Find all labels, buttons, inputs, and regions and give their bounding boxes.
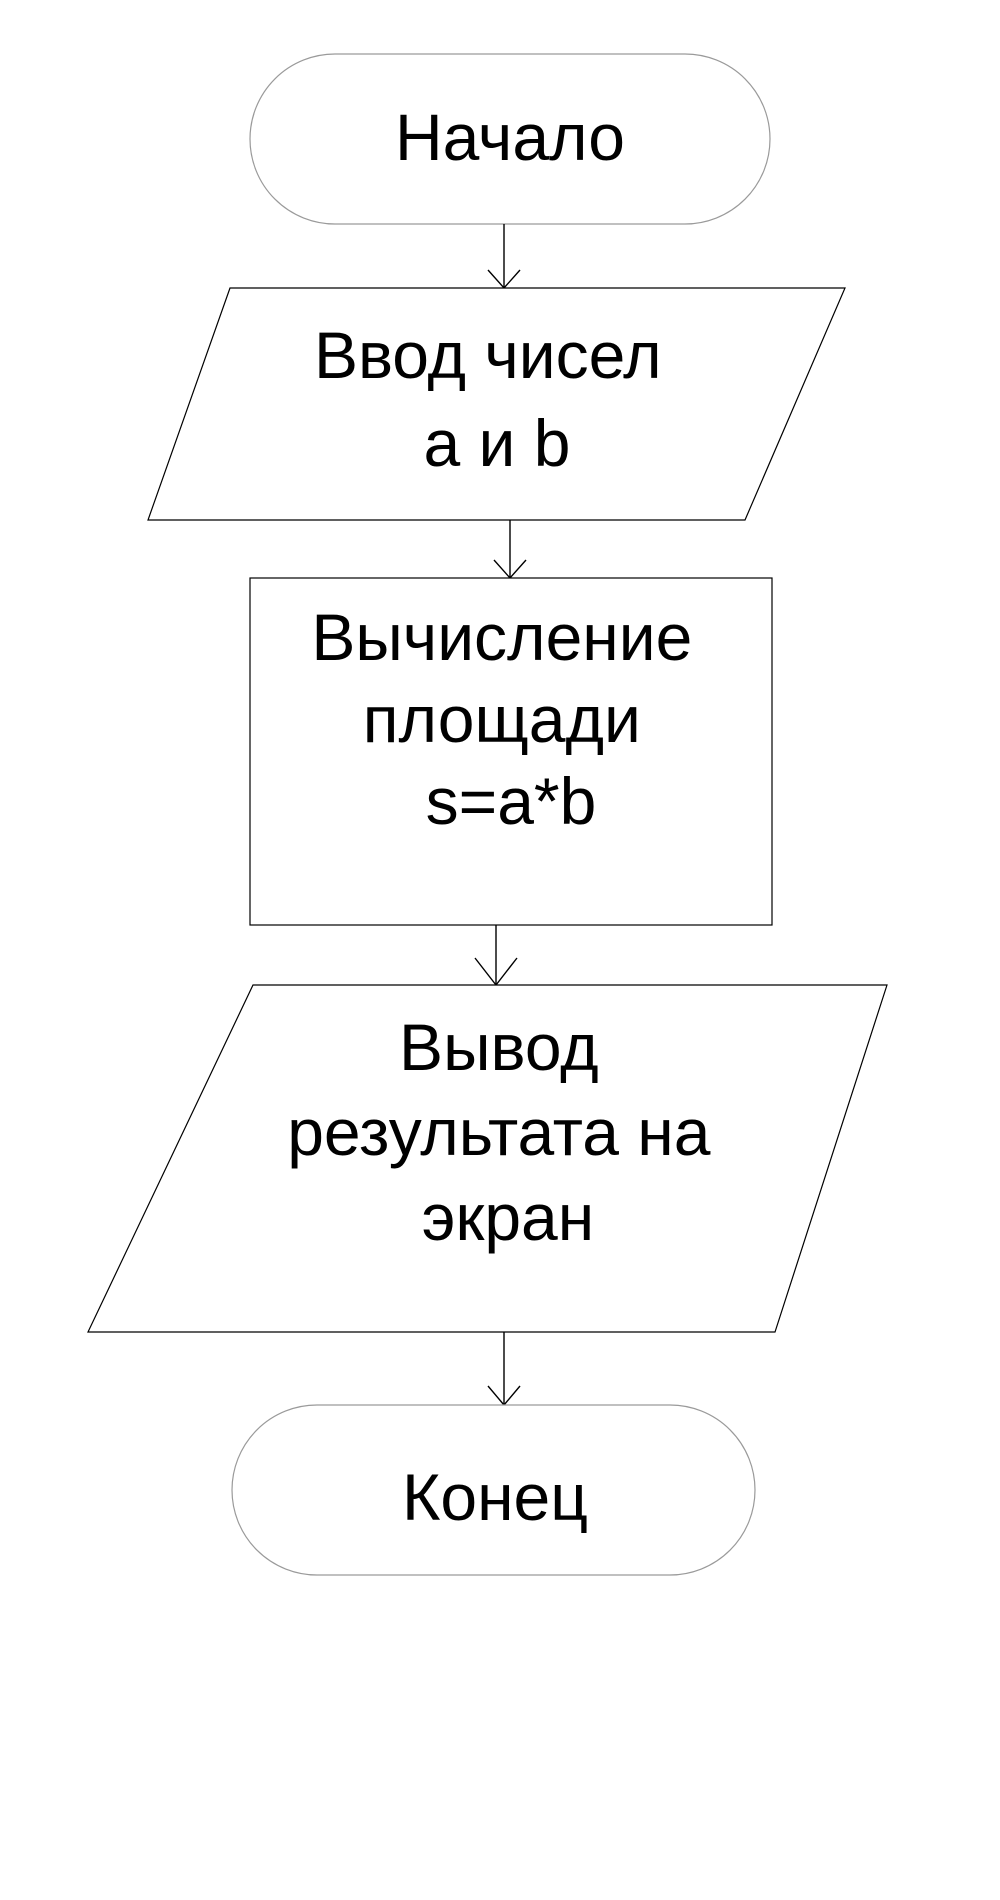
output-label-line-3: экран xyxy=(422,1180,594,1254)
process-label: Вычисление площади s=a*b xyxy=(311,600,710,838)
process-rectangle xyxy=(249,577,773,926)
arrow-start-to-input xyxy=(487,224,521,290)
end-terminal: Конец xyxy=(231,1404,756,1576)
input-label-line-1: Ввод чисел xyxy=(314,318,662,392)
arrow-input-to-process xyxy=(493,520,527,580)
output-block: Вывод результата на экран xyxy=(87,984,888,1333)
start-label: Начало xyxy=(395,100,625,174)
process-label-line-1: Вычисление xyxy=(311,600,692,674)
output-label-line-2: результата на xyxy=(287,1095,710,1169)
process-label-line-3: s=a*b xyxy=(426,764,597,838)
end-label-line: Конец xyxy=(402,1460,588,1534)
start-terminal: Начало xyxy=(249,53,771,225)
arrow-process-to-output xyxy=(474,925,518,987)
end-terminal-shape xyxy=(231,1404,756,1576)
start-terminal-shape xyxy=(249,53,771,225)
input-block: Ввод чисел a и b xyxy=(147,287,846,521)
process-label-line-2: площади xyxy=(363,682,641,756)
start-label-line: Начало xyxy=(395,100,625,174)
process-block: Вычисление площади s=a*b xyxy=(249,577,773,926)
output-parallelogram xyxy=(87,984,888,1333)
arrow-output-to-end xyxy=(487,1332,521,1407)
input-label: Ввод чисел a и b xyxy=(314,318,680,480)
input-parallelogram xyxy=(147,287,846,521)
input-label-line-2: a и b xyxy=(424,406,571,480)
output-label-line-1: Вывод xyxy=(399,1010,599,1084)
output-label: Вывод результата на экран xyxy=(287,1010,729,1254)
end-label: Конец xyxy=(402,1460,588,1534)
